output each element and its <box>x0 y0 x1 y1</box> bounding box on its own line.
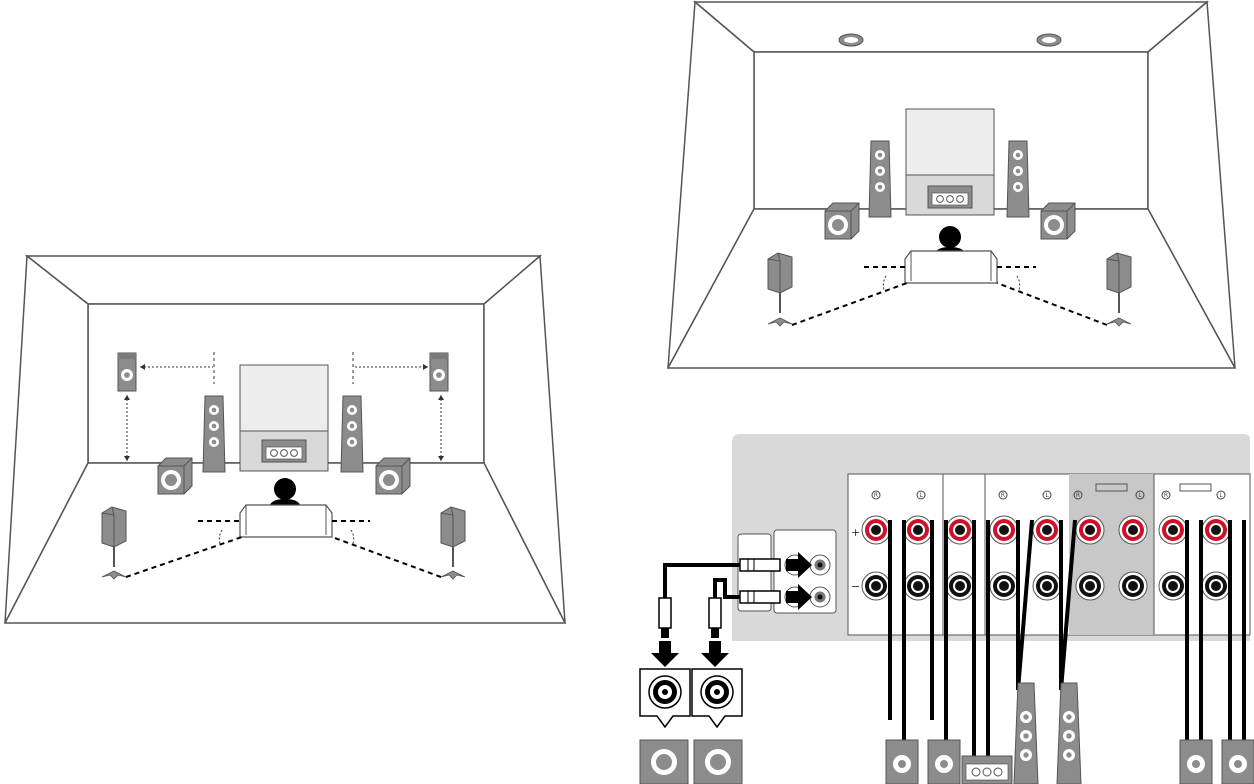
arrow-down-icon <box>701 641 729 667</box>
mark-right: R <box>1164 492 1168 499</box>
bookshelf-speaker-icon <box>1222 740 1254 784</box>
subwoofer-right-icon <box>1041 203 1075 239</box>
subwoofer-right-icon <box>376 458 410 494</box>
subwoofer-icon <box>640 740 688 784</box>
front-right-speaker-icon <box>341 396 363 472</box>
bookshelf-speaker-icon <box>1180 740 1212 784</box>
room-7-1-presence <box>5 256 565 623</box>
screen-icon <box>906 109 994 175</box>
rca-plug-icon <box>659 598 721 638</box>
bookshelf-speaker-icon <box>886 740 918 784</box>
ceiling-left-speaker-icon <box>839 34 863 46</box>
room-5-1-2-overhead <box>668 2 1235 368</box>
arrow-down-icon <box>651 641 679 667</box>
mark-right: R <box>874 492 878 499</box>
ceiling-right-speaker-icon <box>1037 34 1061 46</box>
screen-icon <box>240 365 328 431</box>
bookshelf-speaker-icon <box>928 740 960 784</box>
pre-out-jack <box>810 555 830 575</box>
plus-label: + <box>851 526 860 539</box>
couch-icon <box>240 505 332 537</box>
front-tower-speaker-icon <box>1014 683 1038 784</box>
front-tower-speaker-icon <box>1057 683 1081 784</box>
presence-left-speaker-icon <box>118 353 136 391</box>
presence-right-speaker-icon <box>430 353 448 391</box>
subwoofer-input-icon <box>692 669 742 727</box>
center-speaker-icon <box>962 756 1012 784</box>
subwoofer-left-icon <box>158 458 192 494</box>
front-left-speaker-icon <box>869 141 891 217</box>
subwoofer-left-icon <box>825 203 859 239</box>
minus-label: − <box>851 580 860 593</box>
subwoofer-icon <box>694 740 742 784</box>
center-speaker-icon <box>262 440 306 462</box>
couch-icon <box>905 251 997 283</box>
subwoofer-input-icon <box>640 669 690 727</box>
mark-right: R <box>1076 492 1080 499</box>
front-right-speaker-icon <box>1007 141 1029 217</box>
mark-right: R <box>1001 492 1005 499</box>
front-left-speaker-icon <box>203 396 225 472</box>
center-speaker-icon <box>928 186 972 208</box>
rear-panel-wiring: R L R L R L R L + − <box>640 434 1254 784</box>
pre-out-jack <box>810 587 830 607</box>
